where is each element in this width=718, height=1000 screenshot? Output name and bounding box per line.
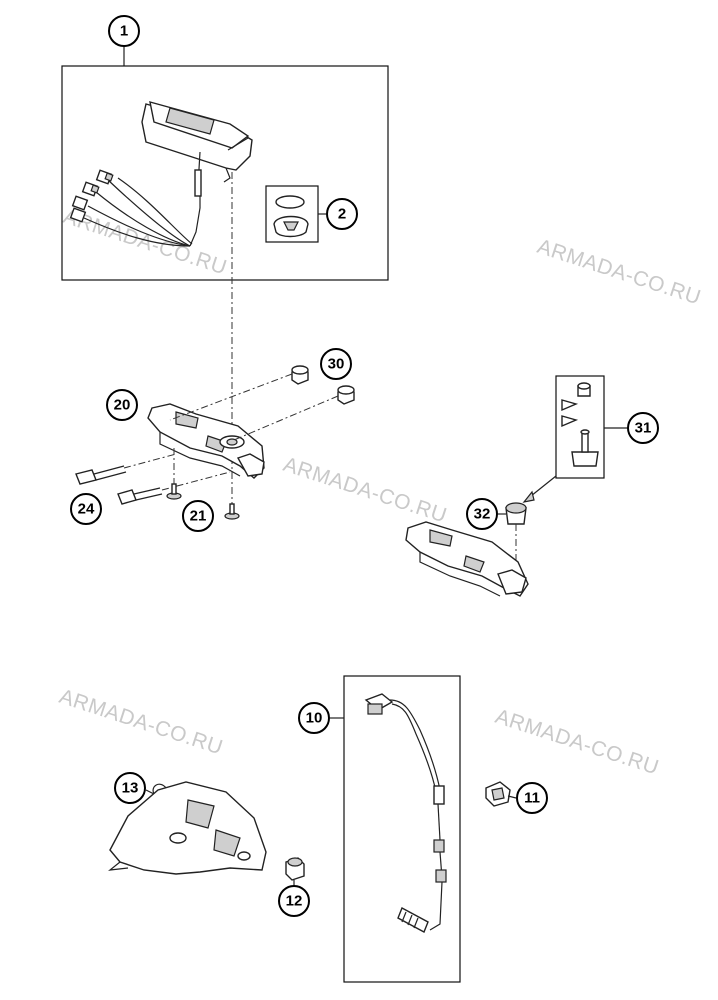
callout-31: 31 [627,412,659,444]
spacer-axis-1 [169,373,293,421]
speedometer-display [141,101,253,183]
sensor-mount [108,781,267,875]
grommet [505,502,527,525]
seal-and-cap [273,195,309,238]
kit-box-31 [555,375,605,479]
watermark-1: ARMADA-CO.RU [60,205,229,280]
kit-box-10 [343,675,461,983]
bracket [147,403,265,479]
circlip [152,783,167,795]
fastener-kit [561,382,599,467]
wire-harness [69,169,193,247]
speedometer-cable [189,151,201,247]
callout-13-label: 13 [122,780,139,797]
callout-2-label: 2 [338,206,346,223]
callout-24-label: 24 [78,501,95,518]
callout-10-label: 10 [306,710,323,727]
bracket-variant [405,521,529,597]
callout-1-label: 1 [120,23,128,40]
callout-31-label: 31 [635,420,652,437]
callout-11-label: 11 [524,790,540,807]
callout-20-label: 20 [114,397,131,414]
leader-11 [507,795,517,799]
callout-20: 20 [106,389,138,421]
sensor-spacer [285,857,305,881]
screws [166,483,240,520]
leader-13 [145,789,155,795]
callout-1: 1 [108,15,140,47]
speed-sensor [364,693,447,933]
callout-30-label: 30 [328,356,345,373]
callout-10: 10 [298,702,330,734]
callout-30: 30 [320,348,352,380]
callout-12-label: 12 [286,893,303,910]
callout-21-label: 21 [190,508,207,525]
arrow-head-31 [522,490,535,503]
bolts [75,465,163,505]
watermark-2: ARMADA-CO.RU [534,235,703,310]
callout-13: 13 [114,772,146,804]
callout-21: 21 [182,500,214,532]
callout-2: 2 [326,198,358,230]
spacer-axis-2 [233,395,339,441]
watermark-4: ARMADA-CO.RU [56,685,225,760]
callout-32-label: 32 [474,506,491,523]
kit-box-1 [61,65,389,281]
watermark-5: ARMADA-CO.RU [492,705,661,780]
callout-11: 11 [516,782,548,814]
watermark-3: ARMADA-CO.RU [280,453,449,528]
callout-12: 12 [278,885,310,917]
watermarks: ARMADA-CO.RU ARMADA-CO.RU ARMADA-CO.RU A… [56,205,703,780]
sensor-clip [485,781,511,807]
bolt-axis-1 [123,453,177,469]
cable-sleeve [194,169,202,197]
spacers [291,365,355,405]
callout-24: 24 [70,493,102,525]
callout-32: 32 [466,498,498,530]
